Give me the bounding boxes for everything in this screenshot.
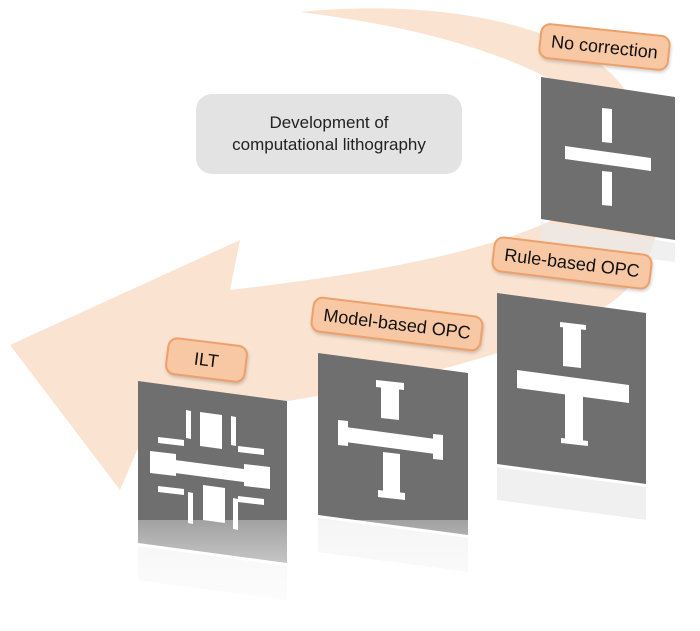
panel-no-correction	[541, 77, 675, 262]
pattern-ilt	[150, 410, 270, 530]
title-line-1: Development of	[269, 112, 389, 132]
pattern-rule-based-opc	[517, 322, 629, 446]
title-box: Development of computational lithography	[196, 94, 462, 174]
pattern-no-correction	[565, 108, 651, 206]
reflection-fade	[120, 520, 680, 631]
title-line-2: computational lithography	[232, 135, 426, 154]
pattern-model-based-opc	[338, 380, 443, 500]
panel-rule-based-opc	[497, 293, 646, 520]
